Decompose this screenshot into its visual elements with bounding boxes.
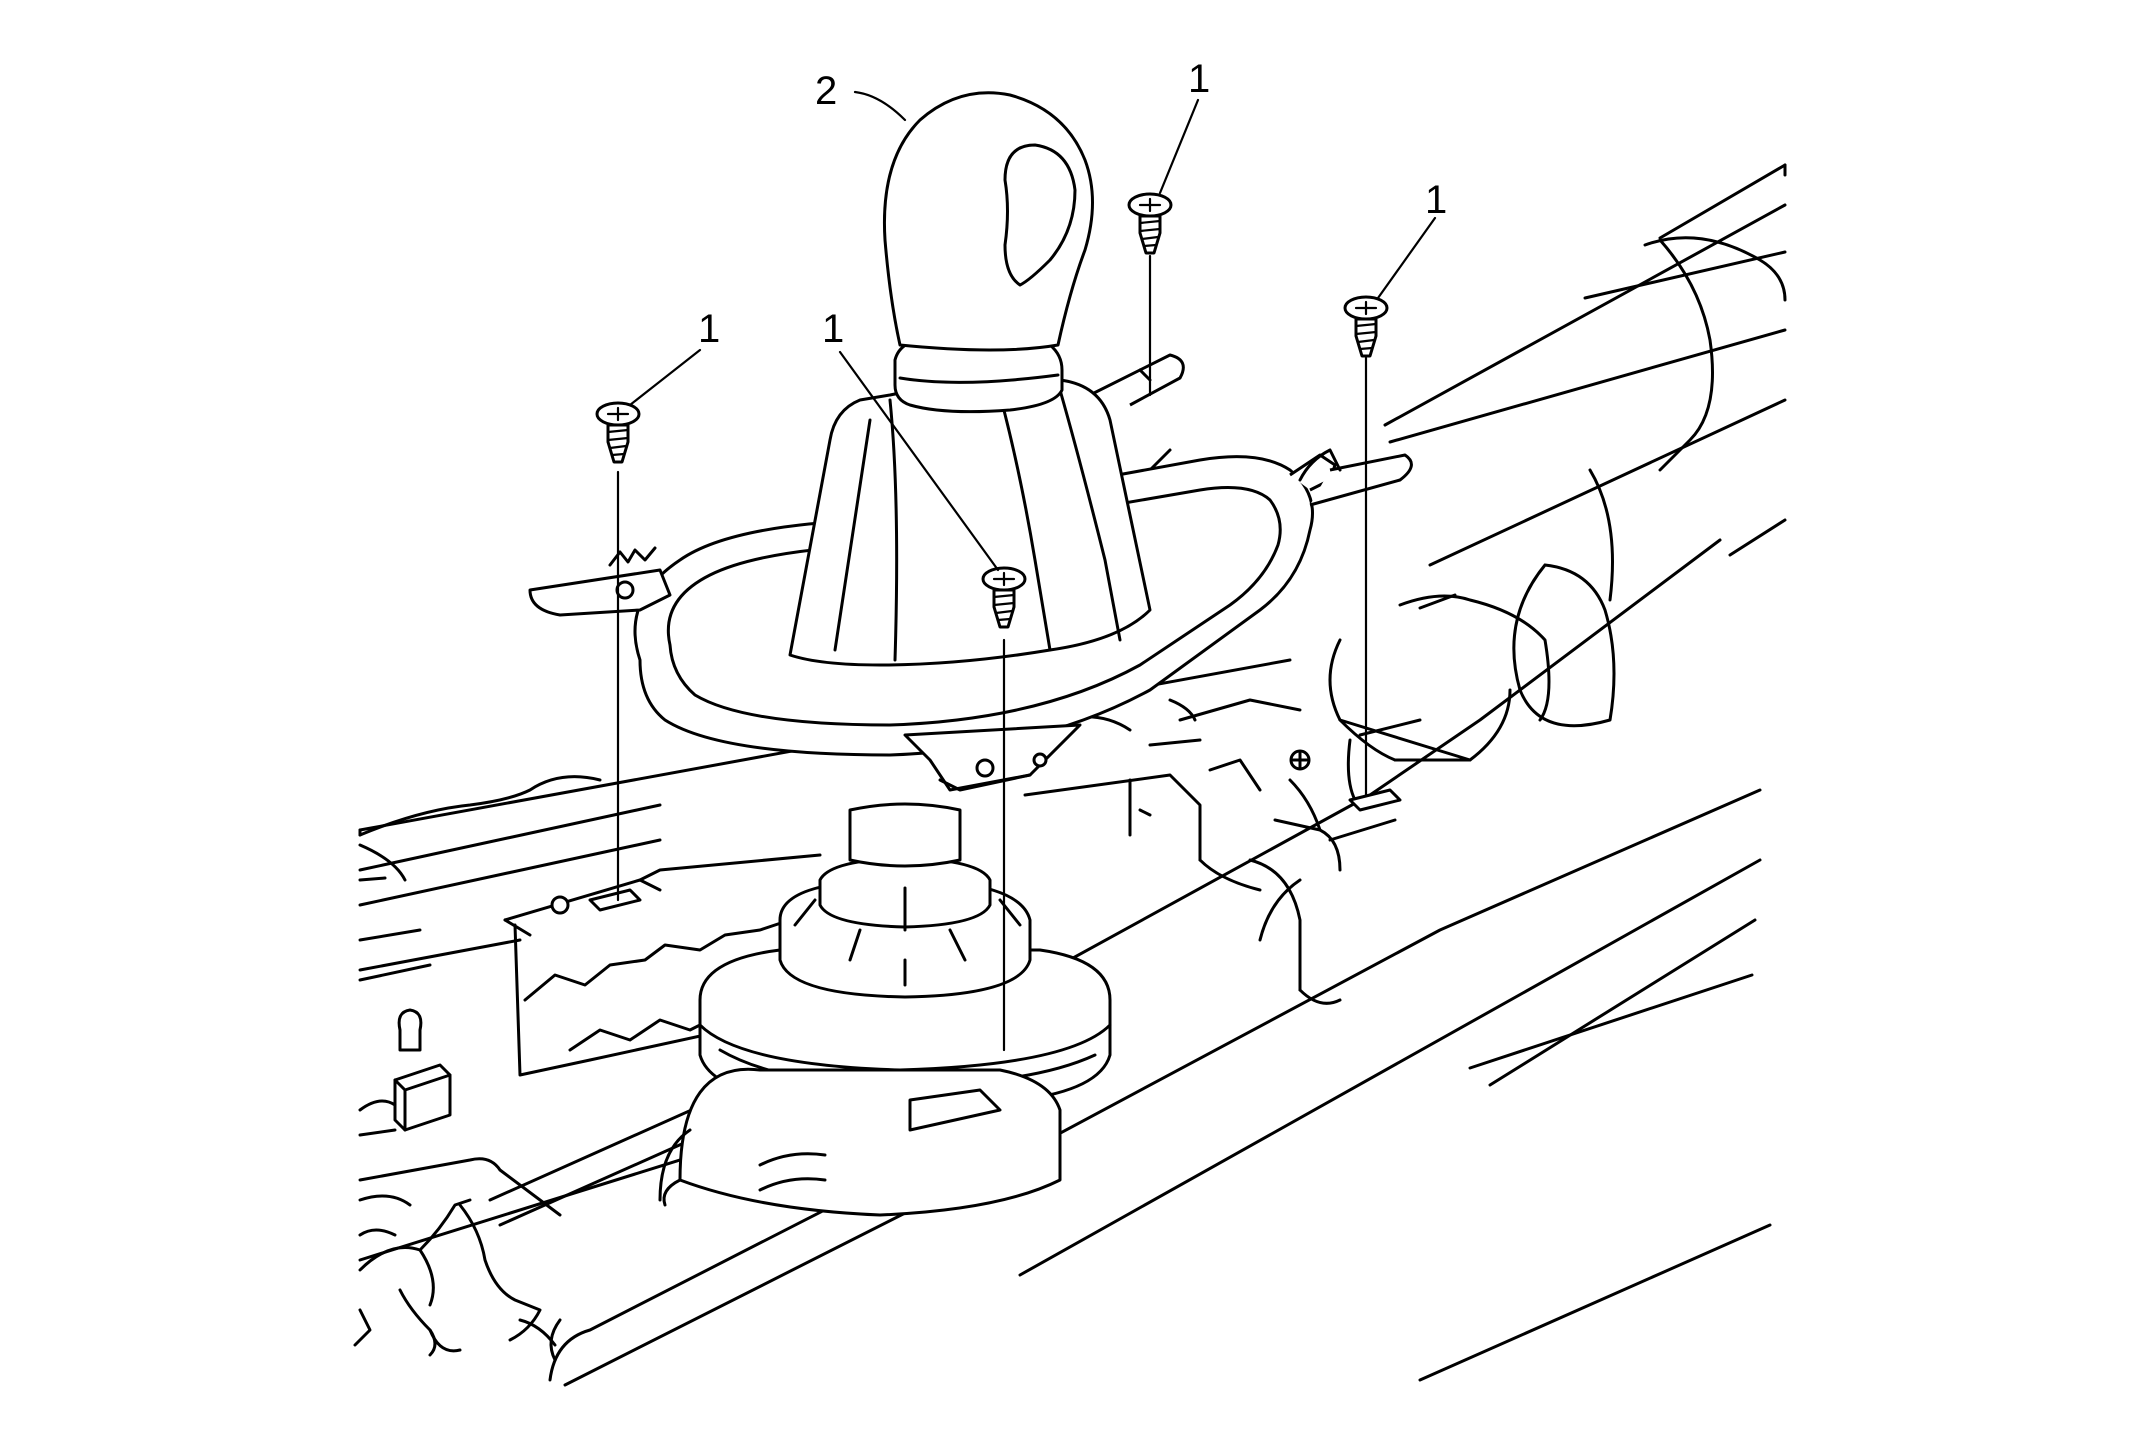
callout-1-label-left: 1 xyxy=(698,307,720,351)
shift-knob-and-boot xyxy=(788,91,1152,667)
screw-right xyxy=(1343,295,1389,797)
console-body xyxy=(353,163,1787,1387)
callout-labels: 2 1 1 1 1 xyxy=(698,57,1447,351)
screw-left xyxy=(595,401,641,902)
callout-leaders xyxy=(628,90,1437,572)
callout-1-label-right: 1 xyxy=(1425,178,1447,222)
callout-1-label-center: 1 xyxy=(822,307,844,351)
screw-center xyxy=(981,566,1027,1052)
callout-1-label-back: 1 xyxy=(1188,57,1210,101)
screw-back xyxy=(1127,192,1173,397)
callout-2-label: 2 xyxy=(815,69,837,113)
